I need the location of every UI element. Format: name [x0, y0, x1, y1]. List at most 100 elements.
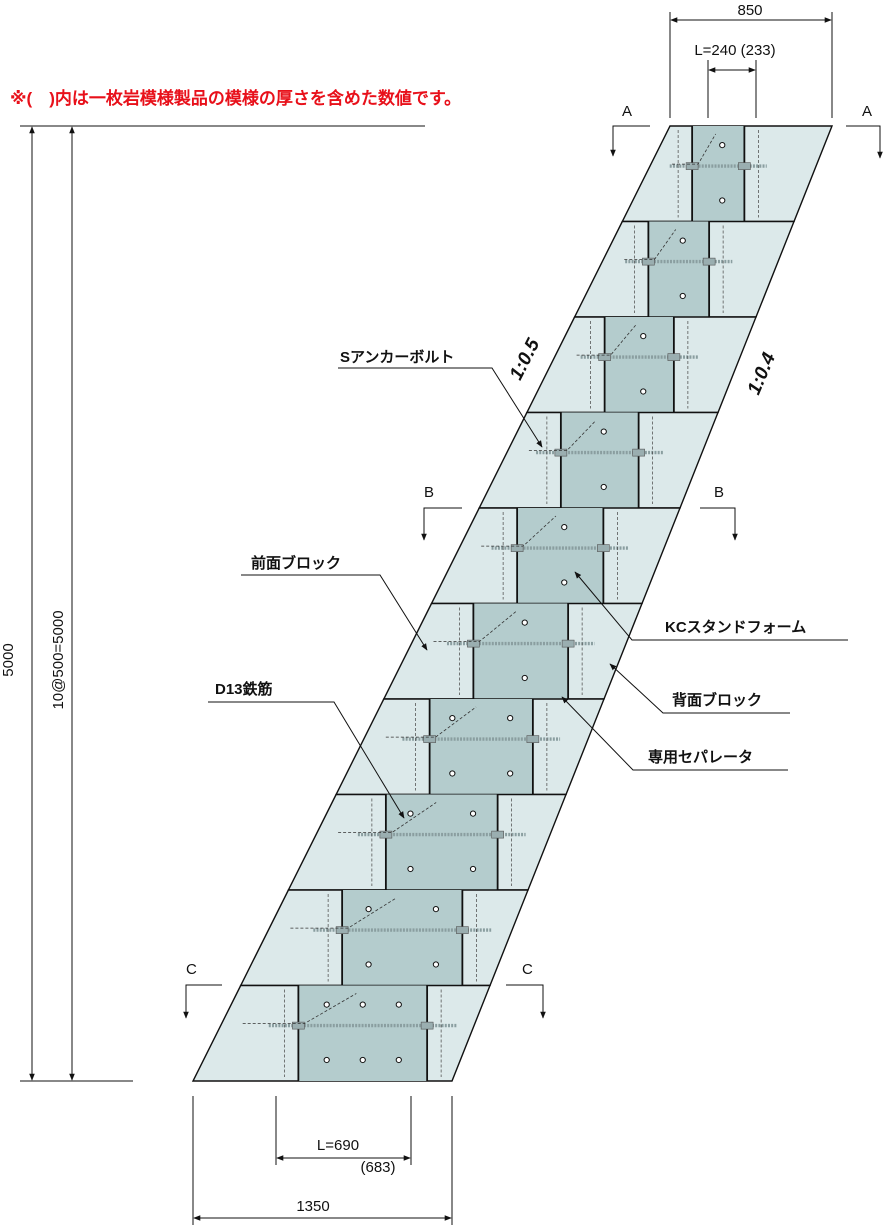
- rebar-dashed: [481, 515, 557, 547]
- section-a-left-label: A: [622, 103, 632, 120]
- kc-stand-form: [692, 126, 745, 222]
- course-height-label: 10@500=5000: [50, 610, 67, 709]
- back-block-label: 背面ブロック: [672, 691, 762, 709]
- rebar-dashed: [528, 420, 597, 452]
- rebar-dashed: [624, 229, 677, 261]
- separator-hole: [432, 906, 440, 913]
- separator-hole: [449, 770, 456, 777]
- separator-hole: [507, 770, 514, 777]
- bolt-plate: [292, 1021, 305, 1030]
- separator-callout: [561, 696, 788, 771]
- separator-hole: [679, 292, 686, 300]
- bolt-plate: [702, 257, 716, 266]
- separator-hole: [640, 333, 647, 340]
- separator-hole: [395, 1001, 402, 1008]
- separator-hole: [407, 810, 414, 817]
- rebar-dashed: [672, 133, 716, 165]
- separator-hole: [679, 237, 686, 244]
- bottom-width-label: 1350: [296, 1198, 329, 1215]
- section-b-right-label: B: [714, 484, 724, 501]
- separator-hole: [323, 1001, 330, 1008]
- kc-form-callout: [574, 571, 848, 641]
- section-c-right-label: C: [522, 961, 533, 978]
- top-form-length-label: L=240 (233): [694, 42, 775, 59]
- section-a-right-label: A: [862, 103, 872, 120]
- separator-hole: [521, 674, 528, 682]
- anchor-bolt-callout: [338, 367, 543, 448]
- separator-hole: [561, 524, 568, 531]
- separator-hole: [507, 715, 514, 722]
- bolt-plate: [379, 830, 393, 839]
- rebar-dashed: [433, 611, 517, 643]
- separator-hole: [395, 1056, 402, 1064]
- kc-stand-form: [298, 985, 428, 1081]
- separator-hole: [365, 961, 372, 968]
- separator-hole: [600, 428, 607, 435]
- kc-stand-form: [429, 699, 533, 795]
- kc-stand-form: [517, 508, 604, 604]
- section-a-left-marker: [610, 125, 650, 157]
- separator-hole: [359, 1001, 366, 1008]
- section-c-right-marker: [506, 984, 546, 1019]
- bolt-plate: [685, 162, 699, 170]
- bolt-plate: [561, 639, 575, 648]
- bolt-plate: [598, 353, 611, 361]
- bolt-plate: [632, 448, 645, 457]
- separator-hole: [365, 906, 372, 913]
- top-width-dimension: [669, 12, 833, 118]
- bolt-plate: [423, 735, 436, 743]
- bolt-plate: [456, 926, 469, 934]
- section-b-right-marker: [700, 507, 738, 541]
- front-block-label: 前面ブロック: [251, 554, 341, 572]
- rebar-callout: [208, 701, 405, 819]
- front-block-callout: [241, 574, 428, 651]
- retaining-wall: [191, 125, 834, 1082]
- bolt-plate: [420, 1021, 434, 1030]
- section-c-left-marker: [183, 984, 222, 1019]
- rebar-label: D13鉄筋: [215, 680, 273, 698]
- kc-stand-form: [648, 221, 710, 317]
- separator-hole: [469, 865, 477, 873]
- section-b-left-marker: [421, 507, 462, 541]
- bottom-width-dimension: [192, 1096, 453, 1225]
- separator-hole: [449, 715, 456, 722]
- rebar-dashed: [242, 993, 357, 1025]
- rebar-dashed: [385, 706, 477, 738]
- separator-hole: [719, 197, 726, 204]
- height-dimension: [20, 125, 425, 1082]
- back-block-callout: [609, 663, 790, 714]
- bolt-plate: [526, 735, 540, 743]
- bolt-plate: [738, 162, 751, 170]
- bolt-plate: [491, 830, 504, 839]
- front-slope-label: 1:0.5: [506, 335, 545, 384]
- separator-label: 専用セパレータ: [648, 748, 753, 766]
- anchor-bolt-label: Sアンカーボルト: [340, 349, 454, 366]
- kc-stand-form: [604, 317, 674, 413]
- separator-hole: [640, 388, 647, 395]
- section-c-left-label: C: [186, 961, 197, 978]
- separator-hole: [359, 1056, 366, 1064]
- kc-form-label: KCスタンドフォーム: [665, 619, 806, 636]
- section-b-left-label: B: [424, 484, 434, 501]
- rebar-dashed: [576, 324, 637, 356]
- note-text: ※( )内は一枚岩模様製品の模様の厚さを含めた数値です。: [10, 88, 461, 108]
- total-height-label: 5000: [0, 643, 17, 676]
- bottom-form-length-label: L=690: [317, 1137, 359, 1154]
- separator-hole: [521, 619, 528, 626]
- bolt-plate: [510, 544, 524, 552]
- kc-stand-form: [342, 890, 463, 986]
- rebar-dashed: [290, 897, 397, 929]
- kc-stand-form: [385, 794, 498, 890]
- kc-stand-form: [473, 603, 569, 699]
- separator-hole: [469, 810, 477, 817]
- bolt-plate: [642, 257, 655, 266]
- bottom-form-length-alt-label: (683): [360, 1159, 395, 1176]
- separator-hole: [407, 865, 414, 873]
- separator-hole: [719, 142, 726, 149]
- bolt-plate: [597, 544, 610, 552]
- bolt-plate: [667, 353, 681, 361]
- separator-hole: [600, 483, 607, 491]
- section-a-right-marker: [846, 125, 883, 159]
- bolt-plate: [467, 639, 480, 648]
- back-slope-label: 1:0.4: [744, 349, 780, 397]
